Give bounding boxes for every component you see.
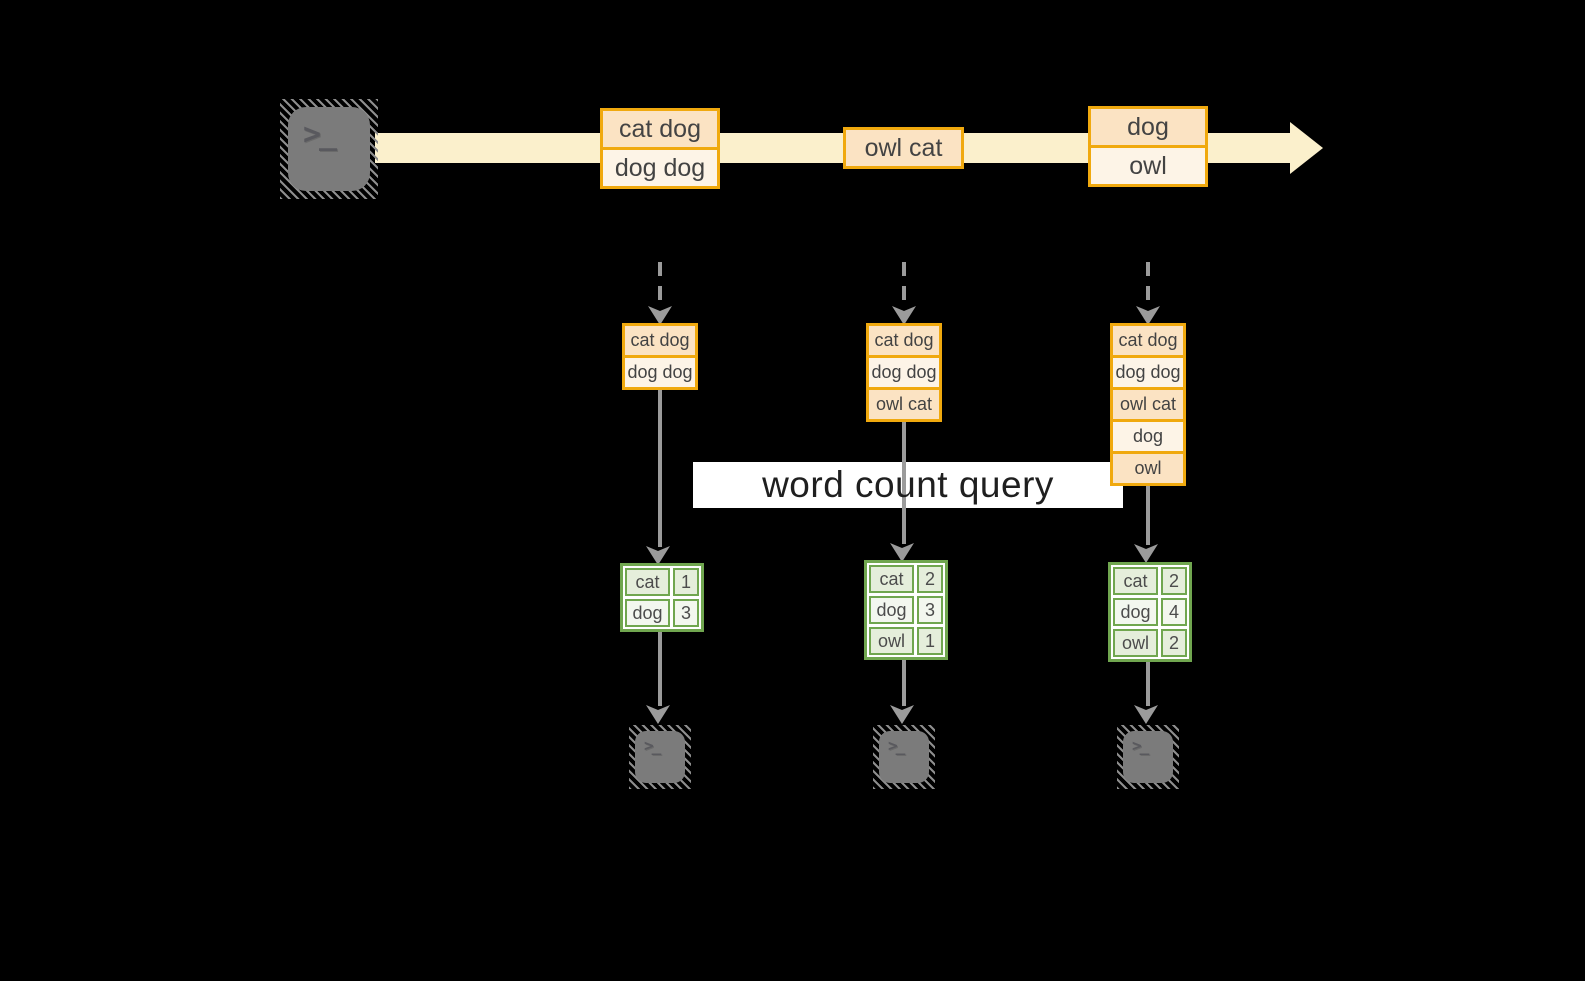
arrow-line bbox=[658, 632, 662, 706]
table-row: cat 2 bbox=[1113, 567, 1187, 595]
record: owl bbox=[1113, 454, 1183, 483]
stream-batch-1: cat dog dog dog bbox=[600, 108, 720, 189]
word-cell: cat bbox=[625, 568, 670, 596]
terminal-screen: >_ bbox=[879, 731, 929, 783]
arrow-head-icon bbox=[1134, 705, 1158, 724]
record: cat dog bbox=[625, 326, 695, 355]
prompt-glyph: >_ bbox=[1132, 736, 1149, 755]
arrow-line bbox=[1146, 483, 1150, 545]
word-cell: cat bbox=[1113, 567, 1158, 595]
micro-batch-2: cat dog dog dog owl cat bbox=[866, 323, 942, 422]
stream-arrow-head-icon bbox=[1290, 122, 1323, 174]
query-banner-background bbox=[693, 462, 1123, 508]
record: dog dog bbox=[603, 150, 717, 186]
count-cell: 2 bbox=[1161, 567, 1187, 595]
table-row: cat 1 bbox=[625, 568, 699, 596]
arrow-head-icon bbox=[890, 705, 914, 724]
word-cell: dog bbox=[869, 596, 914, 624]
query-banner-label: word count query bbox=[762, 464, 1054, 505]
count-cell: 1 bbox=[917, 627, 943, 655]
table-row: owl 1 bbox=[869, 627, 943, 655]
arrow-head-icon bbox=[1134, 544, 1158, 563]
micro-batch-1: cat dog dog dog bbox=[622, 323, 698, 390]
record: owl cat bbox=[869, 390, 939, 419]
record: owl bbox=[1091, 148, 1205, 184]
word-count-table-2: cat 2 dog 3 owl 1 bbox=[864, 560, 948, 660]
word-cell: owl bbox=[1113, 629, 1158, 657]
record: dog dog bbox=[625, 358, 695, 387]
dashed-arrow-line bbox=[902, 262, 906, 308]
record: dog dog bbox=[869, 358, 939, 387]
word-cell: dog bbox=[1113, 598, 1158, 626]
record: owl cat bbox=[1113, 390, 1183, 419]
sink-terminal-icon: >_ bbox=[1117, 725, 1179, 789]
prompt-glyph: >_ bbox=[888, 736, 905, 755]
record: cat dog bbox=[603, 111, 717, 147]
count-cell: 3 bbox=[917, 596, 943, 624]
sink-terminal-icon: >_ bbox=[873, 725, 935, 789]
count-cell: 4 bbox=[1161, 598, 1187, 626]
stream-batch-2: owl cat bbox=[843, 127, 964, 169]
terminal-screen: >_ bbox=[1123, 731, 1173, 783]
terminal-screen: >_ bbox=[635, 731, 685, 783]
prompt-glyph: >_ bbox=[303, 117, 337, 152]
dashed-arrow-line bbox=[658, 262, 662, 308]
arrow-head-icon bbox=[646, 705, 670, 724]
terminal-screen: >_ bbox=[288, 107, 370, 191]
table-row: owl 2 bbox=[1113, 629, 1187, 657]
micro-batch-3: cat dog dog dog owl cat dog owl bbox=[1110, 323, 1186, 486]
sink-terminal-icon: >_ bbox=[629, 725, 691, 789]
arrow-line bbox=[1146, 662, 1150, 706]
record: cat dog bbox=[869, 326, 939, 355]
count-cell: 1 bbox=[673, 568, 699, 596]
word-cell: cat bbox=[869, 565, 914, 593]
record: dog bbox=[1113, 422, 1183, 451]
count-cell: 3 bbox=[673, 599, 699, 627]
arrow-line bbox=[902, 660, 906, 706]
count-cell: 2 bbox=[917, 565, 943, 593]
word-cell: owl bbox=[869, 627, 914, 655]
table-row: dog 3 bbox=[869, 596, 943, 624]
arrow-line bbox=[658, 389, 662, 547]
word-cell: dog bbox=[625, 599, 670, 627]
table-row: dog 4 bbox=[1113, 598, 1187, 626]
table-row: dog 3 bbox=[625, 599, 699, 627]
word-count-table-1: cat 1 dog 3 bbox=[620, 563, 704, 632]
record: dog dog bbox=[1113, 358, 1183, 387]
record: cat dog bbox=[1113, 326, 1183, 355]
dashed-arrow-line bbox=[1146, 262, 1150, 308]
stream-batch-3: dog owl bbox=[1088, 106, 1208, 187]
count-cell: 2 bbox=[1161, 629, 1187, 657]
arrow-line bbox=[902, 420, 906, 544]
source-terminal-icon: >_ bbox=[280, 99, 378, 199]
record: dog bbox=[1091, 109, 1205, 145]
prompt-glyph: >_ bbox=[644, 736, 661, 755]
table-row: cat 2 bbox=[869, 565, 943, 593]
word-count-table-3: cat 2 dog 4 owl 2 bbox=[1108, 562, 1192, 662]
record: owl cat bbox=[846, 130, 961, 166]
